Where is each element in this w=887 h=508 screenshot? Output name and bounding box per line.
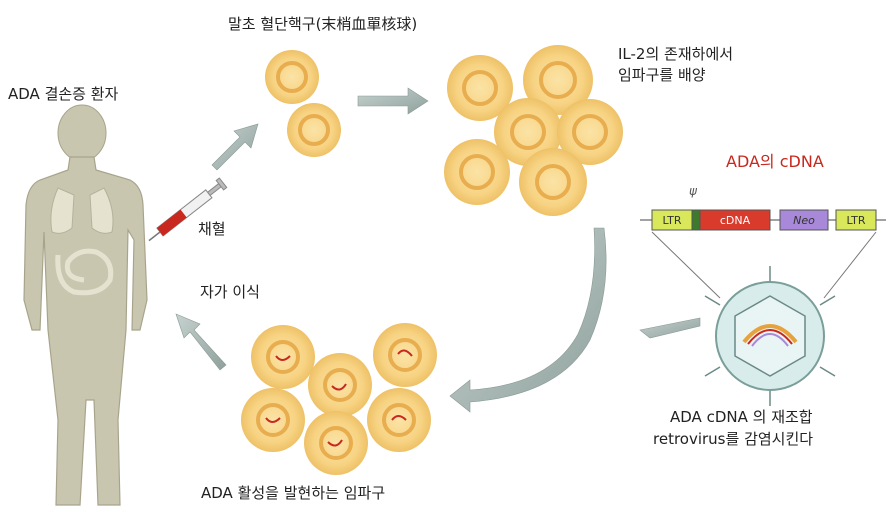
blood-draw-label: 채혈 [198, 220, 226, 238]
cell [241, 388, 305, 452]
syringe-icon [148, 177, 228, 242]
cell [447, 55, 513, 121]
neo-segment: Neo [779, 209, 829, 231]
cell [265, 50, 319, 104]
cell [308, 353, 372, 417]
arrow-down-curve [449, 227, 607, 413]
retrovirus-label-line1: ADA cDNA 의 재조합 [670, 408, 813, 426]
psi-marker [691, 209, 701, 231]
cell [444, 139, 510, 205]
retrovirus-label-line2: retrovirus를 감염시킨다 [653, 430, 814, 448]
cell [287, 103, 341, 157]
ltr-right-label: LTR [847, 214, 866, 227]
ada-expressing-cells [241, 323, 437, 475]
cultured-cells [444, 45, 623, 216]
arrow-to-culture [357, 87, 429, 115]
peripheral-lymphocytes-label: 말초 혈단핵구(末梢血單核球) [228, 15, 418, 33]
cell [304, 411, 368, 475]
arrow-from-virus [639, 317, 701, 339]
retrovirus-icon [704, 266, 836, 406]
il2-culture-label-line1: IL-2의 존재하에서 [618, 45, 734, 63]
pbl-cells [265, 50, 341, 157]
cell [367, 388, 431, 452]
cdna-construct: LTR cDNA Neo LTR [640, 209, 886, 299]
neo-segment-label: Neo [793, 214, 815, 227]
autotransplant-label: 자가 이식 [200, 283, 260, 301]
il2-culture-label-line2: 임파구를 배양 [618, 66, 706, 84]
flow-arrows [175, 87, 701, 413]
patient-figure [23, 104, 148, 506]
arrow-to-patient [175, 313, 227, 371]
ltr-right-segment: LTR [835, 209, 877, 231]
ltr-left-label: LTR [663, 214, 682, 227]
cdna-title-label: ADA의 cDNA [726, 152, 824, 171]
arrow-to-pbl [211, 123, 259, 171]
ltr-left-segment: LTR [651, 209, 693, 231]
lungs-shape [50, 187, 114, 234]
ada-lymphocytes-label: ADA 활성을 발현하는 임파구 [201, 484, 386, 502]
cdna-segment-label: cDNA [720, 214, 751, 227]
psi-label: ψ [689, 184, 697, 198]
cell [523, 45, 593, 115]
cell [251, 325, 315, 389]
cell [519, 148, 587, 216]
patient-label: ADA 결손증 환자 [8, 85, 119, 103]
intestine-shape [55, 248, 114, 296]
cdna-segment: cDNA [699, 209, 771, 231]
cell [557, 99, 623, 165]
cell [373, 323, 437, 387]
